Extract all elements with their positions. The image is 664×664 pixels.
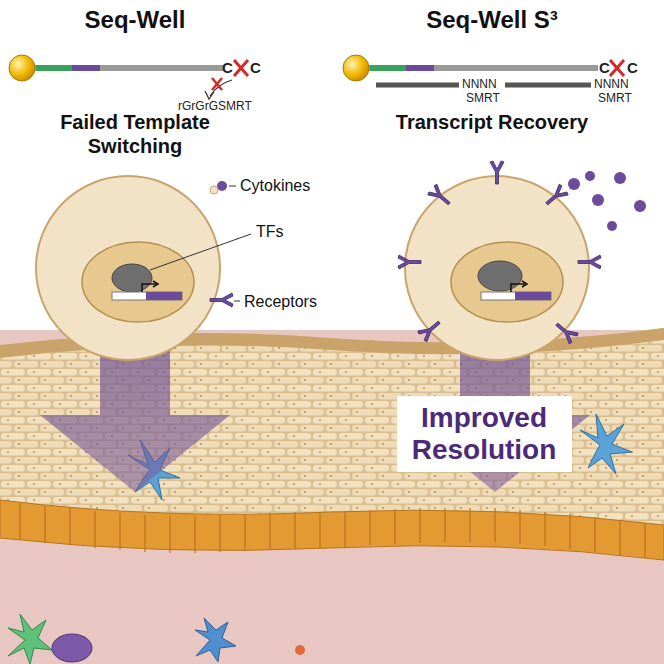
cell [36,176,251,360]
skin-tissue [0,328,664,664]
text-label: SMRT [466,91,500,105]
text-label: SMRT [598,91,632,105]
text-label: Failed Template Switching [35,110,235,158]
text-label: C [250,59,261,77]
cell [398,161,646,360]
text-label: Seq-Well S³ [362,6,622,35]
text-label: C [599,59,610,77]
text-label: Cytokines [240,176,310,195]
text-label: C [222,59,233,77]
result-text: Improved Resolution [411,402,558,466]
text-label: C [627,59,638,77]
bead-oligo [9,55,624,99]
text-label: NNNN [594,77,629,91]
result-box: Improved Resolution [397,396,572,472]
text-label: NNNN [462,77,497,91]
text-label: TFs [256,222,284,241]
text-label: Receptors [244,292,317,311]
text-label: Seq-Well [25,6,245,35]
text-label: Transcript Recovery [352,110,632,134]
